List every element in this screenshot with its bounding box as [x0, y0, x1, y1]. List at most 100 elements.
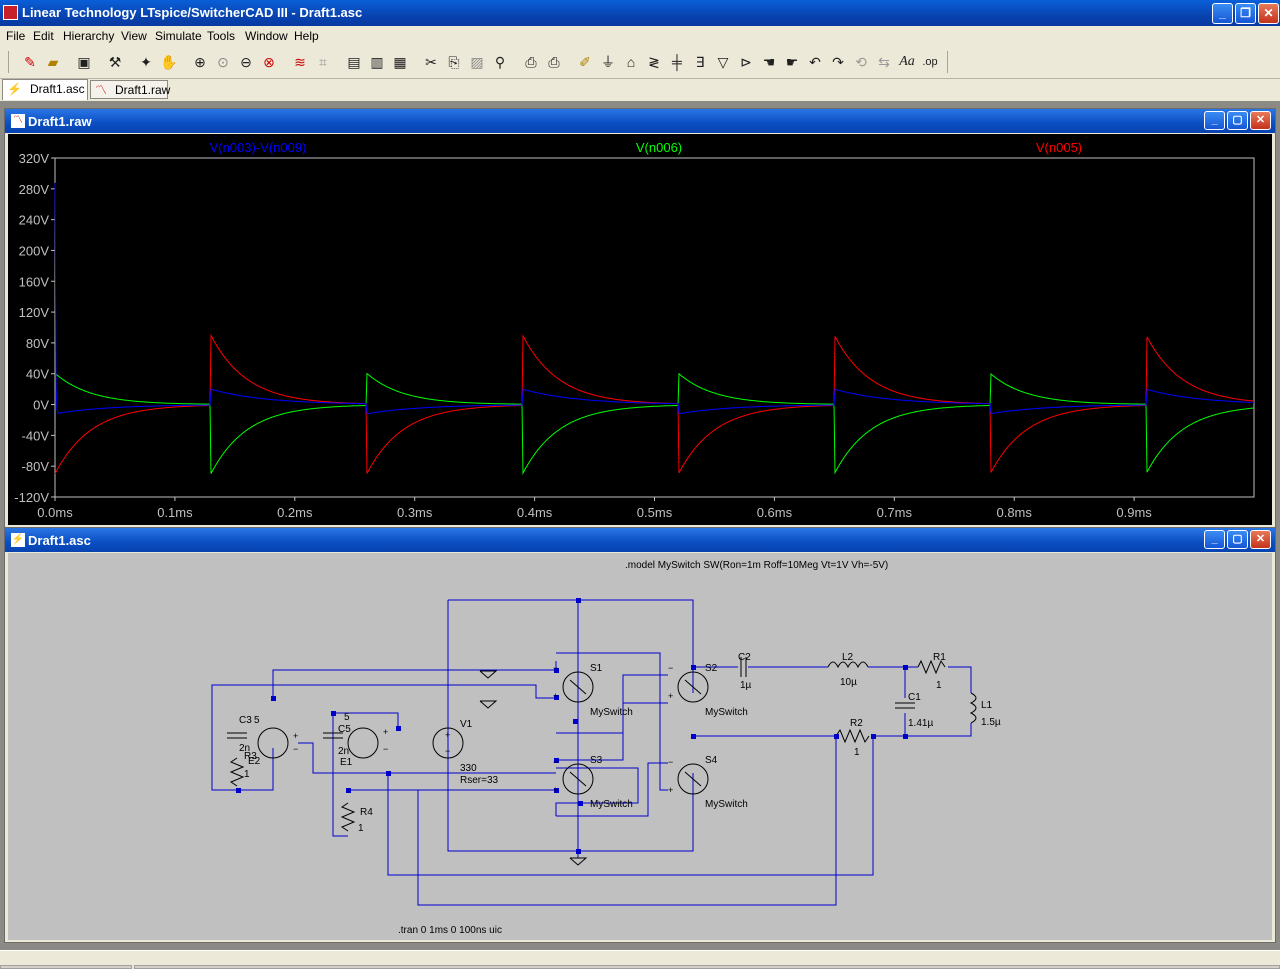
- drag-icon[interactable]: ☛: [785, 54, 799, 70]
- schematic-minimize-button[interactable]: _: [1204, 530, 1225, 549]
- print-preview-icon[interactable]: ⎙: [525, 54, 537, 70]
- inductor-l2[interactable]: [827, 661, 869, 669]
- toolbar-separator: [8, 51, 9, 73]
- x-tick-label: 0.6ms: [757, 505, 793, 520]
- switch-s2[interactable]: [677, 671, 709, 703]
- tran-directive[interactable]: .tran 0 1ms 0 100ns uic: [398, 925, 502, 936]
- menu-hierarchy[interactable]: Hierarchy: [63, 29, 115, 43]
- resistor-r2[interactable]: [835, 728, 870, 744]
- tab-draft1-raw[interactable]: 〽 Draft1.raw: [90, 80, 170, 99]
- mirror-icon[interactable]: ⇆: [878, 54, 890, 70]
- zoom-out-icon[interactable]: ⊖: [240, 54, 252, 70]
- zoom-pan-icon[interactable]: ⊙: [217, 54, 229, 70]
- x-tick-label: 0.2ms: [277, 505, 313, 520]
- resistor-r1[interactable]: [917, 659, 946, 675]
- save-icon[interactable]: ▣: [77, 54, 91, 70]
- r4-label: R4: [360, 807, 373, 818]
- legend-series-label: V(n006): [636, 140, 682, 155]
- waveform-maximize-button[interactable]: ▢: [1227, 111, 1248, 130]
- ltspice-app-icon[interactable]: [3, 5, 18, 20]
- close-button[interactable]: ✕: [1258, 3, 1279, 24]
- c2-value: 1µ: [740, 680, 752, 691]
- y-tick-label: 320V: [19, 151, 50, 166]
- menu-simulate[interactable]: Simulate: [155, 29, 202, 43]
- wire-icon[interactable]: ✐: [579, 54, 591, 70]
- s3-model-label: MySwitch: [590, 799, 633, 810]
- status-bar: [0, 950, 1280, 969]
- svg-text:−: −: [553, 663, 558, 673]
- paste-icon[interactable]: ▨: [470, 54, 484, 70]
- switch-s1[interactable]: [562, 671, 594, 703]
- model-directive[interactable]: .model MySwitch SW(Ron=1m Roff=10Meg Vt=…: [625, 560, 888, 571]
- ground-icon[interactable]: ⏚: [601, 54, 615, 70]
- source-e1[interactable]: [347, 727, 379, 759]
- switch-s3[interactable]: [562, 763, 594, 795]
- menu-edit[interactable]: Edit: [33, 29, 54, 43]
- schematic-canvas[interactable]: .model MySwitch SW(Ron=1m Roff=10Meg Vt=…: [8, 553, 1272, 940]
- waveform-window-title: Draft1.raw: [28, 114, 92, 129]
- minimize-button[interactable]: _: [1212, 3, 1233, 24]
- inductor-l1[interactable]: [969, 692, 977, 724]
- zoom-fit-icon[interactable]: ⌗: [319, 54, 327, 70]
- menu-bar: File Edit Hierarchy View Simulate Tools …: [0, 26, 1280, 46]
- zoom-cancel-icon[interactable]: ⊗: [263, 54, 275, 70]
- spice-directive-icon[interactable]: .op: [922, 56, 938, 68]
- menu-help[interactable]: Help: [294, 29, 319, 43]
- find-icon[interactable]: ⚲: [494, 54, 506, 70]
- redo-icon[interactable]: ↷: [832, 54, 844, 70]
- r1-value: 1: [936, 680, 942, 691]
- svg-text:+: +: [553, 785, 558, 795]
- r4-value: 1: [358, 823, 364, 834]
- r3-value: 1: [244, 769, 250, 780]
- tile-horizontal-icon[interactable]: ▤: [347, 54, 361, 70]
- source-v1[interactable]: [432, 727, 464, 759]
- legend-series-label: V(n003)-V(n009): [210, 140, 307, 155]
- svg-text:+: +: [383, 727, 388, 737]
- tab-draft1-asc[interactable]: ⚡ Draft1.asc: [2, 79, 88, 100]
- new-schematic-icon[interactable]: ✎: [24, 54, 36, 70]
- waveform-plot[interactable]: 320V280V240V200V160V120V80V40V0V-40V-80V…: [8, 134, 1272, 525]
- menu-view[interactable]: View: [121, 29, 147, 43]
- waveform-window-title-bar: 〽 Draft1.raw _ ▢ ✕: [5, 109, 1275, 133]
- control-panel-icon[interactable]: ⚒: [108, 54, 122, 70]
- label-icon[interactable]: ⌂: [626, 54, 636, 70]
- move-icon[interactable]: ☚: [762, 54, 776, 70]
- capacitor-icon[interactable]: ╪: [672, 54, 682, 70]
- halt-icon[interactable]: ✋: [160, 54, 178, 70]
- c2-label: C2: [738, 652, 751, 663]
- waveform-minimize-button[interactable]: _: [1204, 111, 1225, 130]
- menu-file[interactable]: File: [6, 29, 26, 43]
- zoom-in-icon[interactable]: ⊕: [194, 54, 206, 70]
- schematic-window-title-bar: ⚡ Draft1.asc _ ▢ ✕: [5, 528, 1275, 552]
- schematic-maximize-button[interactable]: ▢: [1227, 530, 1248, 549]
- schematic-drawing[interactable]: .model MySwitch SW(Ron=1m Roff=10Meg Vt=…: [8, 553, 1272, 940]
- component-icon[interactable]: ⊳: [740, 54, 752, 70]
- y-tick-label: 240V: [19, 213, 50, 228]
- menu-window[interactable]: Window: [245, 29, 288, 43]
- s1-label: S1: [590, 663, 603, 674]
- waveform-close-button[interactable]: ✕: [1250, 111, 1271, 130]
- source-e2[interactable]: [257, 727, 289, 759]
- undo-icon[interactable]: ↶: [809, 54, 821, 70]
- resistor-icon[interactable]: ≷: [648, 54, 660, 70]
- menu-tools[interactable]: Tools: [207, 29, 236, 43]
- maximize-button[interactable]: ❐: [1235, 3, 1256, 24]
- autoscale-icon[interactable]: ≋: [294, 54, 306, 70]
- series-line: [54, 333, 1255, 475]
- inductor-icon[interactable]: ∃: [695, 54, 705, 70]
- rotate-icon[interactable]: ⟲: [855, 54, 867, 70]
- resistor-r4[interactable]: [340, 802, 356, 832]
- open-icon[interactable]: ▰: [47, 54, 59, 70]
- schematic-close-button[interactable]: ✕: [1250, 530, 1271, 549]
- cut-icon[interactable]: ✂: [425, 54, 437, 70]
- tile-vertical-icon[interactable]: ▦: [393, 54, 407, 70]
- switch-s4[interactable]: [677, 763, 709, 795]
- resistor-r3[interactable]: [229, 757, 245, 787]
- print-icon[interactable]: ⎙: [548, 54, 560, 70]
- cascade-icon[interactable]: ▥: [370, 54, 384, 70]
- diode-icon[interactable]: ▽: [717, 54, 729, 70]
- text-icon[interactable]: Aa: [899, 54, 915, 69]
- copy-icon[interactable]: ⎘: [448, 54, 460, 70]
- run-icon[interactable]: ✦: [140, 54, 152, 70]
